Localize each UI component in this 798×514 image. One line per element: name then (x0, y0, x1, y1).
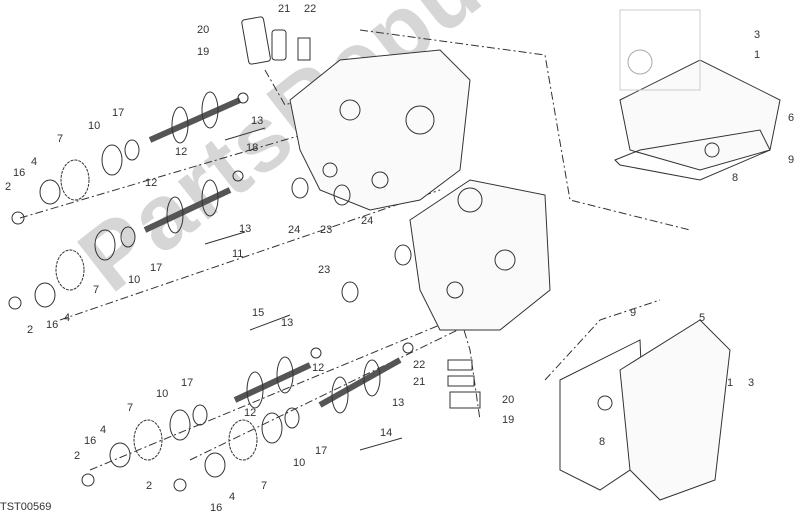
callout-2: 2 (27, 324, 34, 336)
callout-10: 10 (293, 457, 306, 469)
callout-17: 17 (150, 262, 163, 274)
callout-16: 16 (46, 319, 59, 331)
callout-22: 22 (413, 359, 426, 371)
callout-19: 19 (197, 46, 210, 58)
callout-20: 20 (502, 394, 515, 406)
callout-13: 13 (239, 223, 252, 235)
callout-17: 17 (112, 107, 125, 119)
callout-12: 12 (244, 407, 257, 419)
callout-24: 24 (288, 224, 301, 236)
callout-11: 11 (232, 248, 244, 260)
callout-4: 4 (100, 424, 107, 436)
callout-22: 22 (304, 3, 317, 15)
callout-10: 10 (128, 274, 141, 286)
callout-2: 2 (5, 181, 12, 193)
callout-16: 16 (210, 502, 223, 514)
callout-15: 15 (252, 307, 265, 319)
callout-3: 3 (748, 377, 755, 389)
callout-2: 2 (74, 450, 81, 462)
callout-9: 9 (630, 307, 637, 319)
callout-13: 13 (251, 115, 264, 127)
callout-18: 18 (246, 142, 259, 154)
callout-21: 21 (413, 376, 426, 388)
callout-3: 3 (754, 29, 761, 41)
callout-19: 19 (502, 414, 515, 426)
callout-2: 2 (146, 480, 153, 492)
callout-1: 1 (754, 49, 761, 61)
callout-23: 23 (318, 264, 331, 276)
cylinder-head-lower (409, 179, 551, 331)
callout-4: 4 (64, 312, 71, 324)
cam-lobes (166, 91, 414, 414)
callout-9: 9 (788, 154, 795, 166)
callout-10: 10 (88, 120, 101, 132)
valve-cover-lower (559, 319, 731, 501)
callout-16: 16 (13, 167, 26, 179)
diagram-code: TST00569 (0, 501, 52, 513)
sensor-covers (241, 16, 481, 409)
callout-21: 21 (278, 3, 291, 15)
valve-cover-upper (614, 9, 781, 181)
callout-13: 13 (281, 317, 294, 329)
callout-17: 17 (181, 377, 194, 389)
callout-1: 1 (727, 377, 734, 389)
callout-7: 7 (127, 402, 134, 414)
callout-10: 10 (156, 388, 169, 400)
callout-14: 14 (380, 427, 393, 439)
callout-7: 7 (261, 480, 268, 492)
callout-7: 7 (93, 284, 100, 296)
brackets (204, 127, 403, 451)
callout-12: 12 (312, 362, 325, 374)
callout-23: 23 (320, 224, 333, 236)
cylinder-head-upper (289, 49, 471, 211)
callout-4: 4 (31, 156, 38, 168)
gear-logo-icon (619, 9, 701, 91)
callout-20: 20 (197, 24, 210, 36)
callout-8: 8 (732, 172, 739, 184)
callout-17: 17 (315, 445, 328, 457)
callout-7: 7 (57, 133, 64, 145)
callout-24: 24 (361, 215, 374, 227)
callout-12: 12 (145, 177, 158, 189)
callout-6: 6 (788, 112, 795, 124)
callout-13: 13 (392, 397, 405, 409)
pulleys-and-gears (8, 139, 412, 492)
callout-16: 16 (84, 435, 97, 447)
callout-12: 12 (175, 146, 188, 158)
callout-4: 4 (229, 491, 236, 503)
callout-5: 5 (699, 312, 706, 324)
callout-8: 8 (599, 436, 606, 448)
